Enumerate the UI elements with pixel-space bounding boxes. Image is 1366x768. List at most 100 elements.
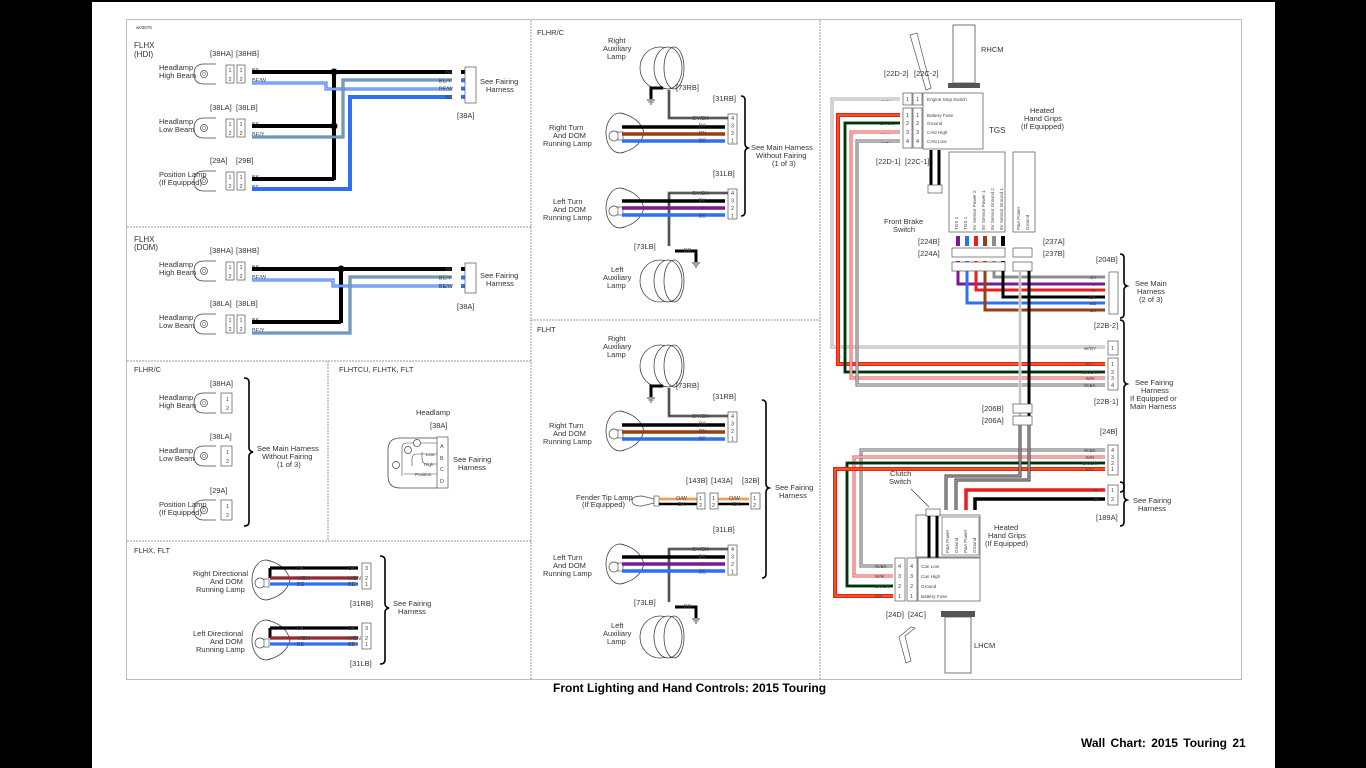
headlamp-icon	[193, 260, 216, 282]
connector-label: [38HB]	[236, 246, 259, 255]
diagram-border	[126, 19, 1242, 680]
bulb-icon	[608, 205, 620, 217]
pin-label: B	[440, 456, 444, 462]
connector-label: [237A]	[1043, 237, 1065, 246]
pin-label: 1	[1111, 362, 1114, 368]
wire-label: R	[1092, 288, 1096, 293]
component-label: LHCM	[974, 641, 995, 650]
lamp-label: High Beam	[159, 268, 196, 277]
lamp-label: Running Lamp	[543, 213, 592, 222]
wire-bk	[973, 497, 1105, 510]
panel-title: FLHX, FLT	[134, 546, 171, 555]
see-label: See Main	[1135, 279, 1167, 288]
wire-label: BE	[699, 570, 707, 576]
component-label: (If Equipped)	[1021, 122, 1064, 131]
pin-label: 3	[731, 422, 734, 428]
pin-label: C	[440, 467, 444, 473]
wire-stub	[956, 236, 960, 246]
pin-function: Can High	[921, 574, 941, 579]
wire-label: BK	[699, 124, 707, 130]
lamp-label: And DOM	[210, 577, 243, 586]
pin-label: 4	[906, 139, 909, 145]
wire-label: BE	[348, 582, 356, 588]
pin-label: 2	[731, 206, 734, 212]
lamp-label: Right	[608, 334, 626, 343]
pin-label: 1	[906, 97, 909, 103]
svg-text:1: 1	[240, 318, 243, 324]
pin-label: 4	[916, 139, 919, 145]
lamp-label: Left Turn	[553, 553, 583, 562]
svg-text:1: 1	[226, 450, 229, 456]
bulb-icon	[608, 428, 620, 440]
wire-r	[974, 271, 1105, 292]
wire-label: W/BK	[875, 564, 888, 569]
see-label: Without Fairing	[262, 452, 312, 461]
wire-bn	[983, 271, 1105, 312]
wire-label: GY/BK	[692, 547, 709, 553]
pin-label: 1	[906, 113, 909, 119]
wire-label: BK	[445, 267, 453, 273]
pin-label: 4	[910, 564, 913, 570]
lamp-label: High Beam	[159, 71, 196, 80]
lamp-label: Running Lamp	[196, 645, 245, 654]
connector	[902, 107, 913, 149]
pin-function: Ground	[921, 584, 937, 589]
pin-label: 1	[1111, 467, 1114, 473]
connector-label: [29A]	[210, 156, 228, 165]
connector-label: [29A]	[210, 486, 228, 495]
wire-label: BE/Y	[252, 132, 265, 138]
wire-label: BE/Y	[439, 276, 452, 282]
connector	[236, 171, 246, 191]
connector-label: [31RB]	[713, 392, 736, 401]
see-label: If Equipped or	[1130, 394, 1177, 403]
wire-label: BK	[699, 555, 707, 561]
wire-label: O/W	[676, 496, 688, 502]
wire-label: BE/W	[439, 284, 454, 290]
wire-label: BE	[699, 214, 707, 220]
wire-stub	[461, 267, 465, 271]
pin-label: 2	[910, 584, 913, 590]
pin-label: 3	[1111, 376, 1114, 382]
lhcm-grip	[944, 616, 972, 674]
wire-label: BK	[733, 502, 741, 508]
see-label: Harness	[1138, 504, 1166, 513]
connector-label: [73LB]	[634, 242, 656, 251]
wire-label: BK	[297, 626, 305, 632]
wire-label: R/O	[875, 594, 884, 599]
wire-label: BN	[699, 429, 707, 435]
pin-label: 3	[365, 626, 368, 632]
clutch-switch-icon	[925, 508, 941, 517]
wire-gy	[992, 271, 1105, 279]
connector-label: [237B]	[1043, 249, 1065, 258]
lamp-label: Running Lamp	[196, 585, 245, 594]
see-label: (2 of 3)	[1139, 295, 1163, 304]
see-label: (1 of 3)	[772, 159, 796, 168]
pin-label: 1	[916, 97, 919, 103]
wire-label: R/O	[1086, 467, 1095, 472]
component-label: Clutch	[890, 469, 911, 478]
connector	[236, 64, 246, 84]
beam-label: High	[424, 462, 434, 467]
grip-band	[948, 83, 980, 88]
component-label: TGS	[989, 126, 1005, 135]
wire-label: BK	[699, 422, 707, 428]
wire-stub	[983, 236, 987, 246]
connector-label: [22D-1]	[876, 157, 901, 166]
component-label: Switch	[893, 225, 915, 234]
lamp-label: Lamp	[607, 281, 626, 290]
wire-label: BE	[297, 642, 305, 648]
connector	[225, 64, 235, 84]
svg-text:2: 2	[226, 406, 229, 412]
connector-label: [22C-2]	[914, 69, 939, 78]
svg-text:2: 2	[240, 274, 243, 280]
component-label: Heated	[1030, 106, 1054, 115]
connector-label: [31RB]	[350, 599, 373, 608]
heated-grip-connector	[941, 516, 980, 556]
connector	[1107, 444, 1119, 476]
see-label: See Fairing	[1133, 496, 1171, 505]
connector-label: [22D-2]	[884, 69, 909, 78]
wire-label: V	[701, 562, 705, 568]
pin-label: A	[440, 444, 444, 450]
pin-function: P&A Power	[963, 529, 968, 553]
lamp-label: Right Directional	[193, 569, 248, 578]
